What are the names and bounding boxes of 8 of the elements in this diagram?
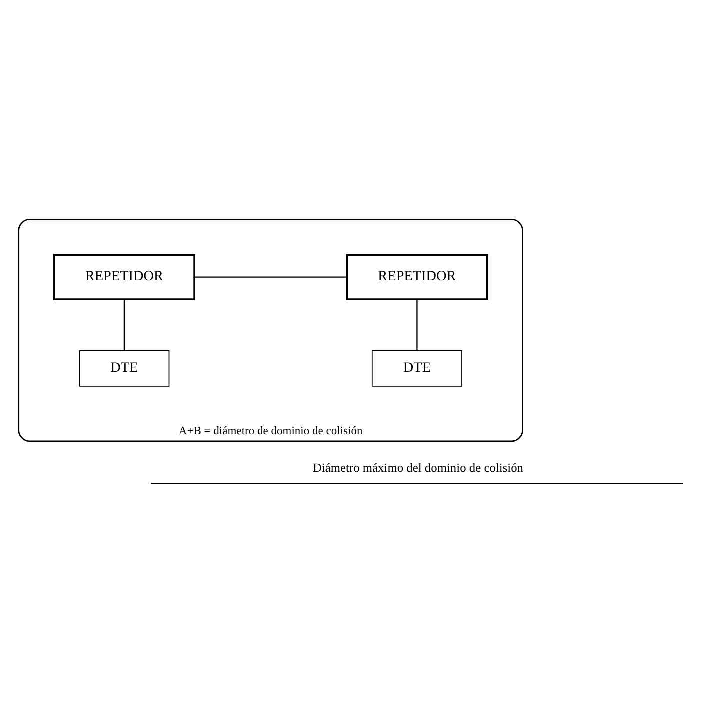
connector bbox=[124, 300, 126, 351]
node-box: REPETIDOR bbox=[53, 254, 196, 300]
node-box: REPETIDOR bbox=[346, 254, 488, 300]
label: Diámetro máximo del dominio de colisión bbox=[312, 461, 524, 476]
connector bbox=[416, 300, 418, 351]
connector bbox=[194, 276, 347, 278]
node-box: DTE bbox=[79, 350, 170, 387]
node-box: DTE bbox=[372, 350, 462, 387]
